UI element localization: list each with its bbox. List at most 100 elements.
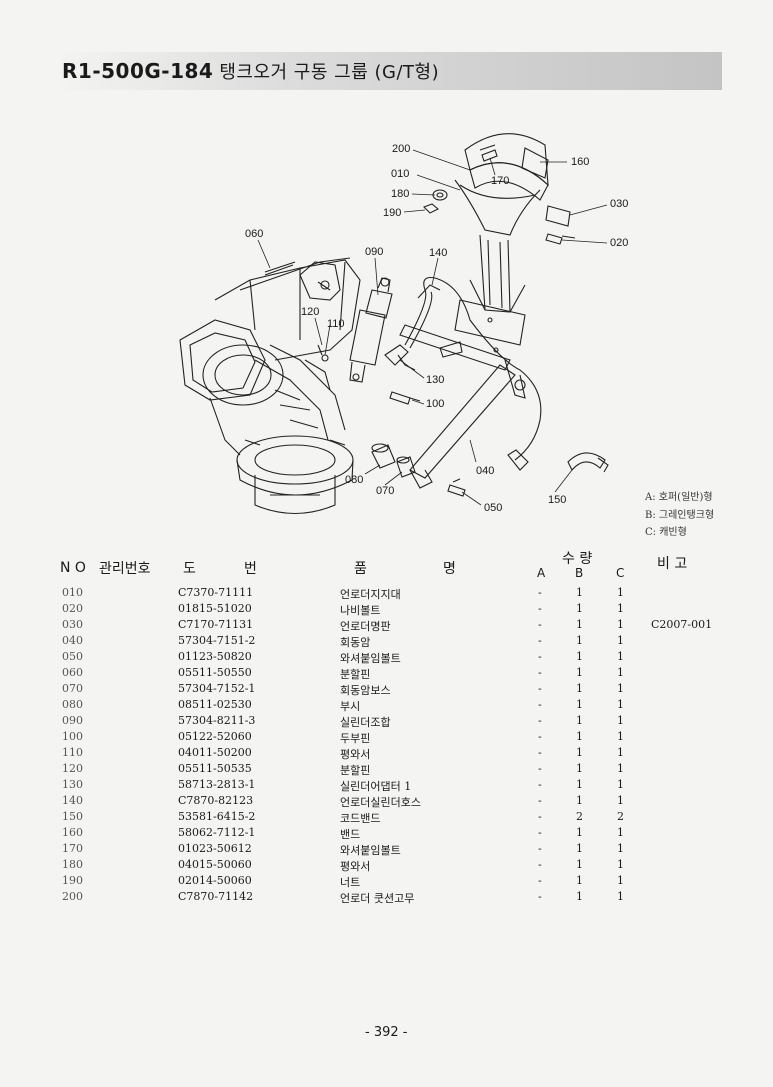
row-qty-c: 1 [617,826,624,839]
callout-040: 040 [476,465,495,477]
header-qty: 수 량 [562,551,593,567]
callout-200: 200 [392,143,411,155]
exploded-parts-diagram [179,133,609,515]
band-cushion [464,133,549,201]
row-qty-b: 1 [576,682,583,695]
group-code: R1-500G-184 [62,59,214,83]
hydraulic-cylinder [349,277,393,383]
legend-b: B: 그레인탱크형 [645,510,715,521]
row-part-no: 58713-2813-1 [178,778,256,791]
row-part-no: 08511-02530 [178,698,252,711]
bolt-100 [389,391,421,405]
row-part-name: 실린더조합 [340,716,391,729]
bushing [371,443,396,469]
callout-020: 020 [610,237,629,249]
header-mgmt-no: 관리번호 [99,561,151,577]
callout-160: 160 [571,156,590,168]
row-qty-c: 1 [617,842,624,855]
row-qty-a: - [538,890,542,903]
row-no: 170 [62,842,83,855]
row-part-name: 너트 [340,876,361,889]
row-qty-b: 1 [576,618,583,631]
header-drawing-2: 번 [244,561,257,577]
row-qty-c: 1 [617,698,624,711]
row-qty-c: 1 [617,602,624,615]
row-qty-b: 1 [576,746,583,759]
callout-120: 120 [301,306,320,318]
row-part-no: 01023-50612 [178,842,252,855]
row-qty-a: - [538,618,542,631]
row-qty-b: 1 [576,842,583,855]
wing-bolt [545,233,576,245]
header-no: N O [60,560,86,576]
row-part-name: 언로더 쿳션고무 [340,892,415,905]
row-qty-b: 1 [576,698,583,711]
pin-060 [264,261,296,276]
row-part-name: 나비볼트 [340,604,381,617]
nameplate [545,205,571,227]
row-part-name: 평와서 [340,860,371,873]
row-qty-c: 1 [617,730,624,743]
group-title: 탱크오거 구동 그룹 (G/T형) [219,62,440,83]
row-no: 020 [62,602,83,615]
row-qty-b: 1 [576,634,583,647]
row-part-no: 02014-50060 [178,874,252,887]
row-qty-b: 1 [576,762,583,775]
header-qty-b: B [575,566,584,580]
callout-150: 150 [548,494,567,506]
row-no: 120 [62,762,83,775]
row-part-name: 와셔붙임볼트 [340,652,401,665]
row-qty-c: 1 [617,858,624,871]
row-qty-a: - [538,778,542,791]
row-part-name: 부시 [340,700,361,713]
swing-arm [399,324,526,489]
row-qty-b: 1 [576,714,583,727]
row-part-no: 04015-50060 [178,858,252,871]
header-name-2: 명 [443,561,456,577]
row-qty-c: 1 [617,634,624,647]
callout-170: 170 [491,175,510,187]
header-qty-a: A [537,566,546,580]
row-no: 070 [62,682,83,695]
row-no: 030 [62,618,83,631]
row-qty-a: - [538,794,542,807]
callout-050: 050 [484,502,503,514]
row-part-name: 와셔붙임볼트 [340,844,401,857]
callout-070: 070 [376,485,395,497]
row-qty-a: - [538,762,542,775]
row-qty-c: 1 [617,746,624,759]
row-part-no: 57304-8211-3 [178,714,256,727]
row-part-no: 58062-7112-1 [178,826,256,839]
row-qty-c: 1 [617,874,624,887]
row-qty-a: - [538,650,542,663]
row-qty-b: 1 [576,794,583,807]
row-part-no: 05511-50550 [178,666,252,679]
page-number: - 392 - [365,1025,408,1040]
callout-130: 130 [426,374,445,386]
row-part-name: 언로더실린더호스 [340,796,421,809]
row-part-name: 회동암 [340,636,371,649]
upper-cover [299,261,341,301]
callout-190: 190 [383,207,402,219]
bolt-050 [447,478,466,497]
row-qty-c: 1 [617,650,624,663]
row-part-no: C7370-71111 [178,586,254,599]
cylinder-hose [404,276,542,471]
row-qty-b: 1 [576,778,583,791]
row-part-no: 01123-50820 [178,650,252,663]
cylinder-adapter [384,344,416,371]
row-no: 080 [62,698,83,711]
row-note: C2007-001 [651,618,713,631]
row-qty-a: - [538,602,542,615]
